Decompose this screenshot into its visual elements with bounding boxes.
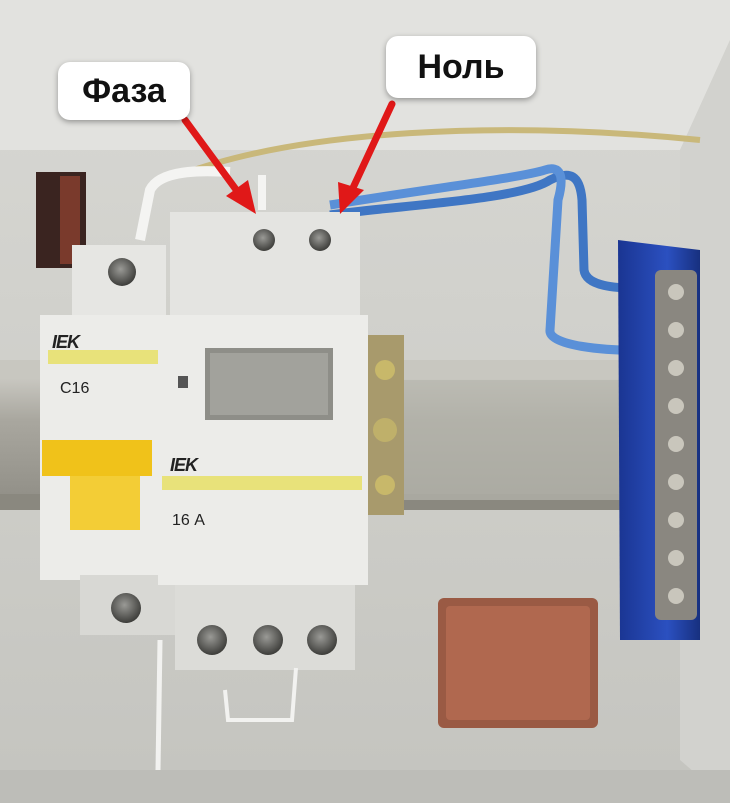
breaker-handle[interactable] — [42, 440, 152, 476]
neutral-arrow — [338, 100, 396, 214]
relay-current-rating: 16 А — [172, 512, 205, 529]
breaker-brand: IEK — [52, 332, 80, 352]
neutral-callout: Ноль — [386, 36, 536, 98]
relay-brand: IEK — [170, 455, 198, 475]
bus-screws — [668, 284, 684, 604]
breaker-rating: C16 — [60, 380, 90, 397]
phase-arrow — [181, 116, 256, 214]
enclosure-bottom — [0, 770, 730, 803]
timer-relay — [158, 212, 368, 670]
neutral-wire-2 — [329, 164, 661, 355]
phase-callout: Фаза — [58, 62, 190, 120]
ground-wire — [178, 127, 701, 178]
